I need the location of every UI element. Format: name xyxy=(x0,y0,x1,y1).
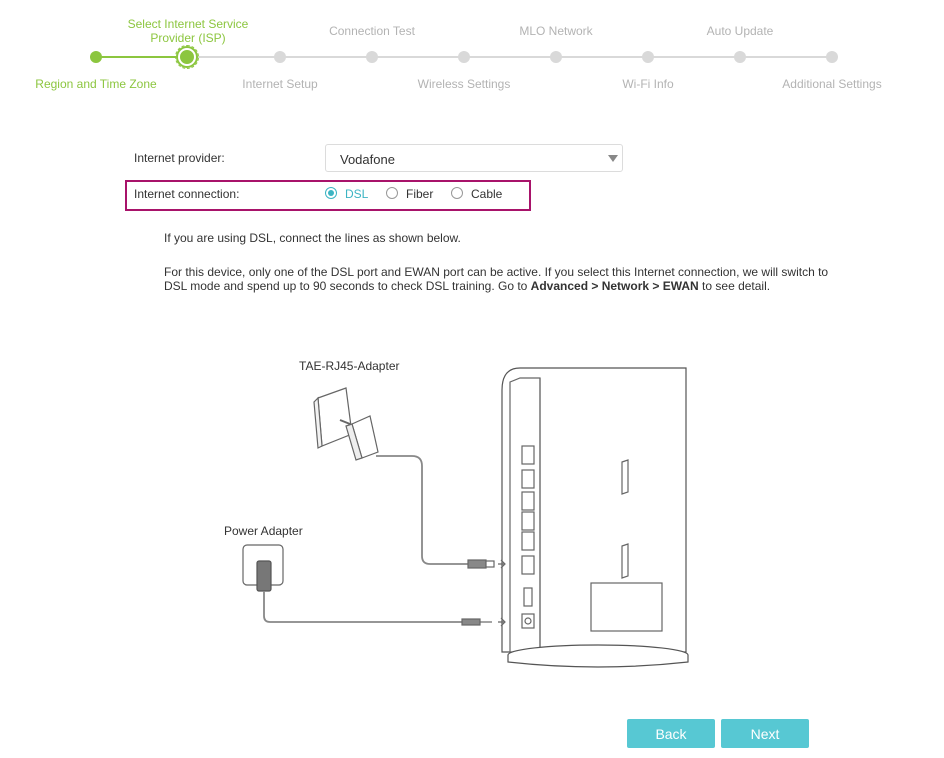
next-button[interactable]: Next xyxy=(721,719,809,748)
step-dot-auto-update xyxy=(734,51,746,63)
radio-cable-label[interactable]: Cable xyxy=(471,187,503,201)
radio-fiber-label[interactable]: Fiber xyxy=(406,187,434,201)
step-dot-wifi-info xyxy=(642,51,654,63)
step-label-internet-setup: Internet Setup xyxy=(242,77,318,91)
adapter-label: TAE-RJ45-Adapter xyxy=(299,359,400,373)
back-button[interactable]: Back xyxy=(627,719,715,748)
step-label-wireless-settings: Wireless Settings xyxy=(417,77,511,91)
connection-highlight-box xyxy=(125,180,531,211)
step-dot-wireless-settings xyxy=(458,51,470,63)
step-dot-isp xyxy=(175,45,199,69)
dsl-instruction: If you are using DSL, connect the lines … xyxy=(164,231,461,245)
step-label-additional-settings: Additional Settings xyxy=(782,77,882,91)
step-label-isp: Select Internet Service Provider (ISP) xyxy=(127,17,249,45)
radio-fiber[interactable] xyxy=(386,187,398,199)
provider-select[interactable]: Vodafone xyxy=(325,144,623,172)
provider-label: Internet provider: xyxy=(134,151,225,165)
connection-label: Internet connection: xyxy=(134,187,240,201)
step-label-wifi-info: Wi-Fi Info xyxy=(622,77,674,91)
step-label-connection-test: Connection Test xyxy=(329,24,415,38)
radio-dsl[interactable] xyxy=(325,187,337,199)
step-dot-additional-settings xyxy=(826,51,838,63)
dsl-note-line2: DSL mode and spend up to 90 seconds to c… xyxy=(164,279,531,293)
dsl-note: For this device, only one of the DSL por… xyxy=(164,265,828,293)
stepper-track-pending xyxy=(188,56,832,58)
step-label-auto-update: Auto Update xyxy=(706,24,774,38)
dsl-note-line1: For this device, only one of the DSL por… xyxy=(164,265,829,279)
step-label-region: Region and Time Zone xyxy=(35,77,157,91)
power-adapter-label: Power Adapter xyxy=(224,524,303,538)
step-dot-region xyxy=(90,51,102,63)
radio-cable[interactable] xyxy=(451,187,463,199)
step-label-mlo-network: MLO Network xyxy=(519,24,593,38)
chevron-down-icon xyxy=(608,155,618,162)
stepper-track-done xyxy=(96,56,188,58)
step-dot-mlo-network xyxy=(550,51,562,63)
step-dot-internet-setup xyxy=(274,51,286,63)
radio-dsl-label[interactable]: DSL xyxy=(345,187,369,201)
provider-select-value: Vodafone xyxy=(340,152,395,167)
dsl-note-end: to see detail. xyxy=(698,279,771,293)
step-dot-connection-test xyxy=(366,51,378,63)
dsl-note-path: Advanced > Network > EWAN xyxy=(530,279,699,293)
